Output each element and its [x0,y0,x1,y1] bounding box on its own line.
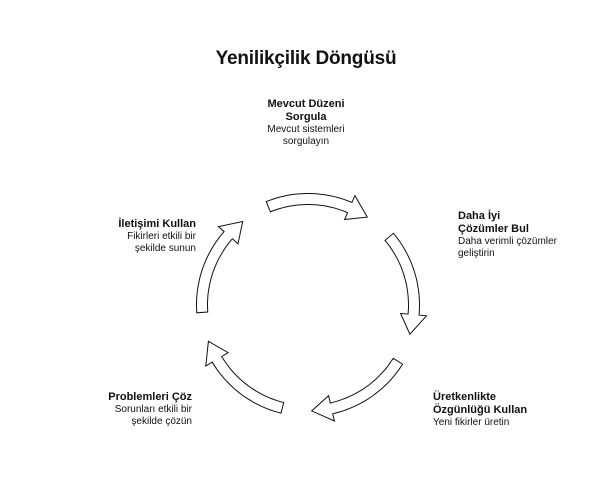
cycle-arrow-icon [310,357,404,422]
node-question-status-quo: Mevcut Düzeni Sorgula Mevcut sistemleri … [236,98,376,148]
node-heading: Problemleri Çöz [108,391,192,403]
node-description: sorgulayın [282,136,330,147]
node-heading: Sorgula [285,111,327,123]
node-description: Mevcut sistemleri [267,124,345,135]
node-description: Daha verimli çözümler [458,236,557,247]
node-use-communication: İletişimi Kullan Fikirleri etkili bir şe… [50,218,196,255]
node-description: şekilde çözün [131,416,192,427]
cycle-arrow-icon [205,340,285,414]
node-find-better-solutions: Daha İyi Çözümler Bul Daha verimli çözüm… [458,210,598,260]
node-heading: İletişimi Kullan [118,218,196,230]
node-heading: Daha İyi [458,210,501,222]
node-heading: Mevcut Düzeni [267,98,345,110]
diagram-title: Yenilikçilik Döngüsü [215,48,397,69]
node-description: geliştirin [458,248,495,259]
node-heading: Çözümler Bul [458,223,529,235]
node-description: Fikirleri etkili bir [127,231,196,242]
cycle-arrow-icon [265,193,369,221]
cycle-arrow-icon [196,220,244,314]
node-description: Yeni fikirler üretin [433,417,510,428]
node-heading: Üretkenlikte [433,391,496,403]
node-solve-problems: Problemleri Çöz Sorunları etkili bir şek… [50,391,192,428]
node-description: şekilde sunun [134,243,196,254]
node-use-originality: Üretkenlikte Özgünlüğü Kullan Yeni fikir… [433,391,583,429]
cycle-arrow-icon [384,232,428,336]
node-description: Sorunları etkili bir [114,404,192,415]
node-heading: Özgünlüğü Kullan [433,404,528,416]
